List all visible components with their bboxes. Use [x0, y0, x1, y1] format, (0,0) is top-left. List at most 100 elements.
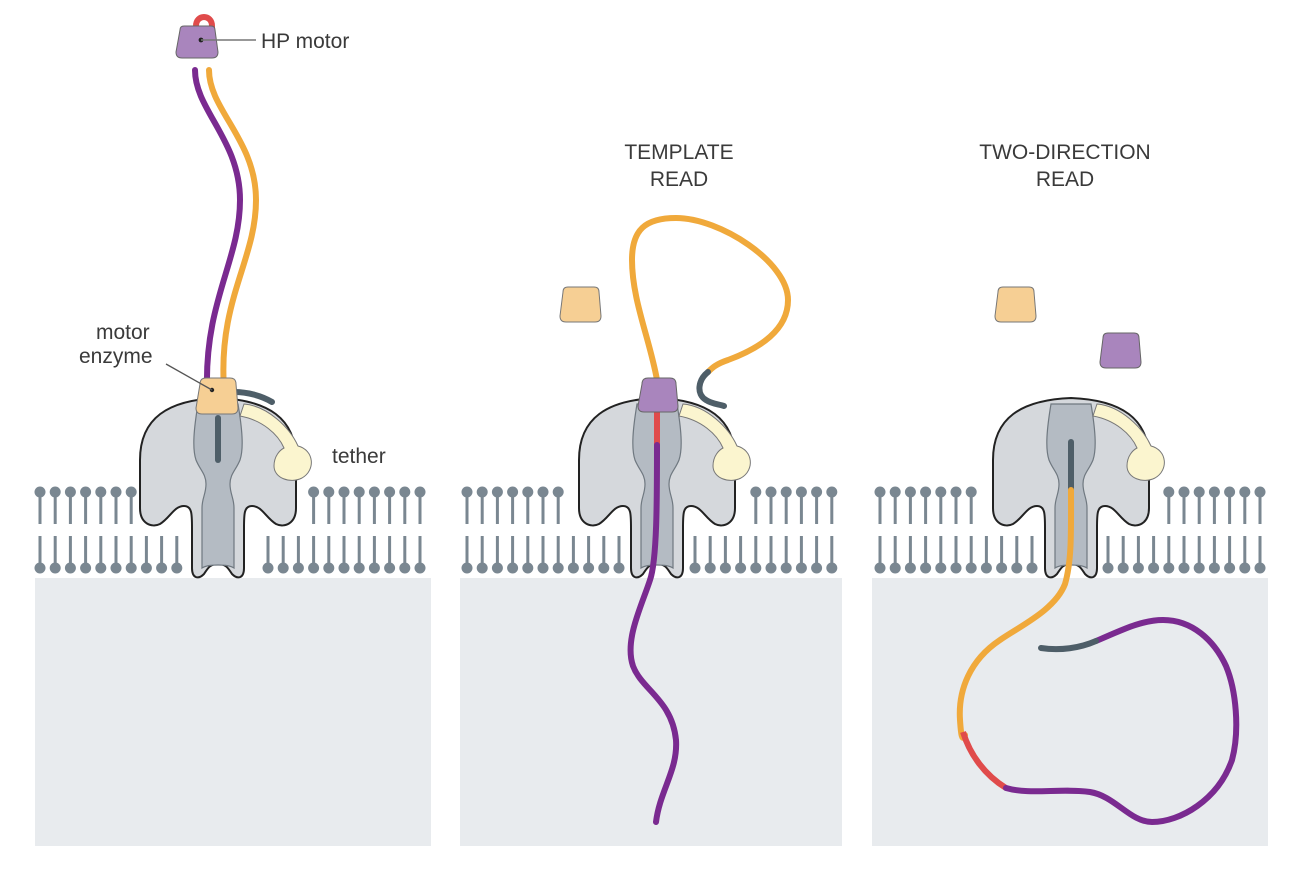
tether-leader [231, 389, 275, 405]
lipid-head [1132, 562, 1144, 574]
lipid-head [95, 486, 107, 498]
lipid-head [1193, 562, 1205, 574]
lipid-head [874, 562, 886, 574]
lipid-head [1239, 562, 1251, 574]
tether-leader [696, 369, 727, 409]
lipid-head [1208, 486, 1220, 498]
lipid-head [110, 562, 122, 574]
lipid-head [1224, 562, 1236, 574]
cytosol-panel-1 [35, 578, 431, 846]
lipid-head [49, 562, 61, 574]
lipid-head [935, 562, 947, 574]
lipid-head [1102, 562, 1114, 574]
lipid-head [399, 562, 411, 574]
lipid-head [1011, 562, 1023, 574]
lipid-head [613, 562, 625, 574]
lipid-head [323, 562, 335, 574]
motor-enzyme [195, 377, 239, 415]
lipid-head [583, 562, 595, 574]
lipid-head [1178, 562, 1190, 574]
complement-strand [1003, 616, 1240, 826]
motor-enzyme-pointer-line [165, 363, 213, 391]
lipid-head [904, 486, 916, 498]
template-strand [956, 487, 1075, 741]
lipid-head [765, 486, 777, 498]
panel-template-read: TEMPLATE READ [559, 141, 792, 825]
lipid-head [1178, 486, 1190, 498]
lipid-head [965, 562, 977, 574]
lipid-head [965, 486, 977, 498]
hp-motor-label: HP motor [261, 30, 349, 53]
lipid-head [277, 562, 289, 574]
lipid-head [262, 562, 274, 574]
lipid-head [491, 486, 503, 498]
lipid-head [689, 562, 701, 574]
lipid-head [826, 562, 838, 574]
lipid-head [950, 486, 962, 498]
lipid-head [353, 562, 365, 574]
template-strand-loop [628, 214, 792, 383]
lipid-head [156, 562, 168, 574]
lipid-head [308, 486, 320, 498]
lipid-head [904, 562, 916, 574]
lipid-head [1026, 562, 1038, 574]
lipid-head [765, 562, 777, 574]
lipid-head [780, 486, 792, 498]
lipid-head [476, 562, 488, 574]
lipid-head [811, 486, 823, 498]
lipid-membranes [34, 486, 1266, 574]
template-strand [206, 67, 260, 391]
lipid-head [80, 562, 92, 574]
lipid-head [292, 562, 304, 574]
lipid-head [64, 562, 76, 574]
panel-3-title-line2: READ [1036, 168, 1094, 191]
lipid-head [384, 562, 396, 574]
lipid-head [507, 486, 519, 498]
lipid-head [704, 562, 716, 574]
released-motor-enzyme [994, 286, 1037, 323]
lipid-head [323, 486, 335, 498]
lipid-head [1117, 562, 1129, 574]
lipid-head [889, 486, 901, 498]
panel-2-title-line2: READ [650, 168, 708, 191]
lipid-head [537, 562, 549, 574]
lipid-head [522, 562, 534, 574]
complement-strand [192, 67, 244, 391]
lipid-head [795, 562, 807, 574]
lipid-head [338, 486, 350, 498]
panel-two-direction-read: TWO-DIRECTION READ [956, 141, 1240, 826]
lipid-head [889, 562, 901, 574]
lipid-head [1254, 562, 1266, 574]
hp-motor [175, 25, 219, 59]
lipid-head [125, 486, 137, 498]
lipid-head [384, 486, 396, 498]
lipid-head [996, 562, 1008, 574]
lipid-head [980, 562, 992, 574]
lipid-head [874, 486, 886, 498]
lipid-head [935, 486, 947, 498]
tether-label: tether [332, 445, 386, 468]
lipid-head [567, 562, 579, 574]
hp-motor [637, 377, 679, 413]
lipid-head [110, 486, 122, 498]
motor-enzyme-label-line1: motor [96, 321, 150, 344]
lipid-head [1193, 486, 1205, 498]
lipid-head [414, 486, 426, 498]
lipid-head [750, 486, 762, 498]
lipid-head [950, 562, 962, 574]
lipid-head [353, 486, 365, 498]
motor-enzyme-label-line2: enzyme [79, 345, 153, 368]
lipid-head [780, 562, 792, 574]
lipid-head [552, 562, 564, 574]
lipid-head [338, 562, 350, 574]
panel-3-title-line1: TWO-DIRECTION [979, 141, 1150, 164]
lipid-head [1208, 562, 1220, 574]
panel-2-title-line1: TEMPLATE [624, 141, 733, 164]
lipid-head [491, 562, 503, 574]
panel-initial: HP motor motor enzyme tether [79, 14, 386, 579]
hairpin-adapter [960, 731, 1008, 791]
lipid-head [34, 562, 46, 574]
lipid-head [598, 562, 610, 574]
lipid-head [80, 486, 92, 498]
